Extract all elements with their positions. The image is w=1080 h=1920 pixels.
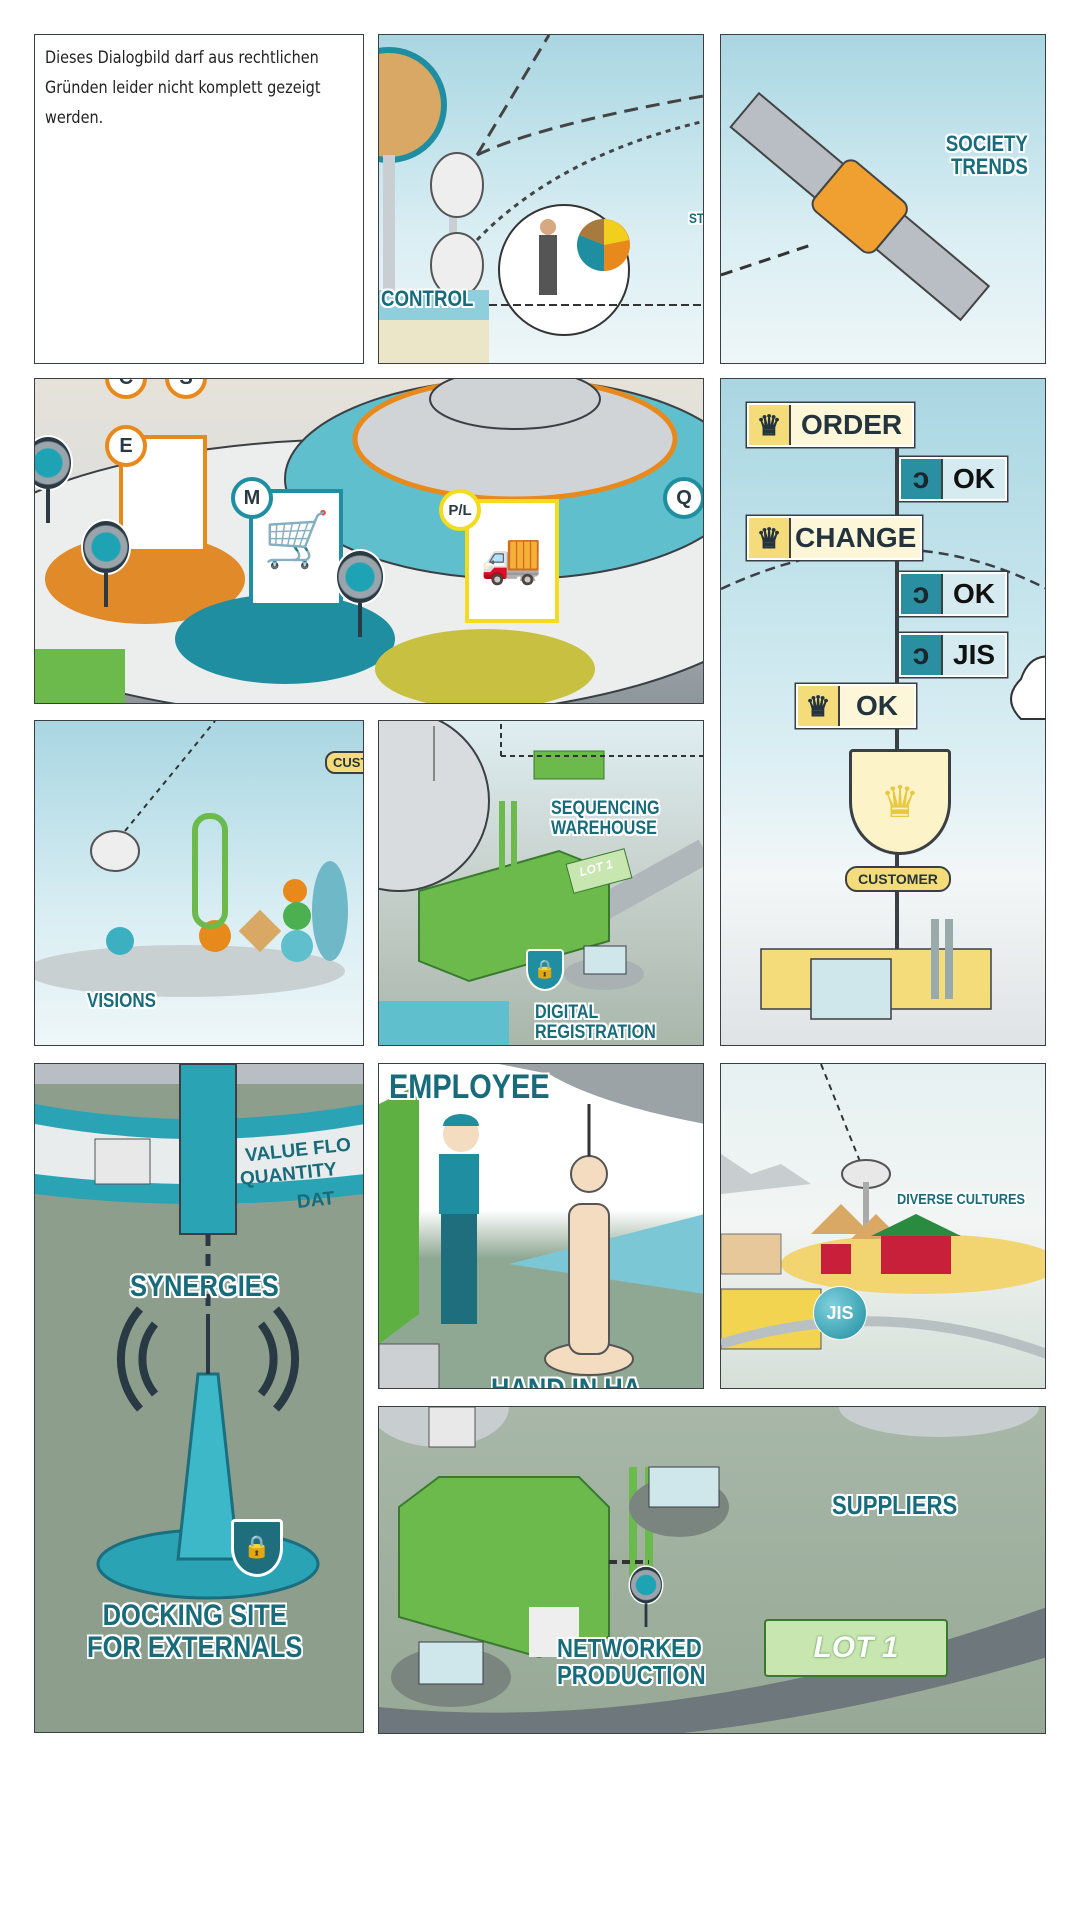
sequencing-illustration (379, 721, 703, 1045)
ok-crown-tag: ♛OK (796, 684, 916, 728)
control-label: CONTROL (381, 286, 474, 311)
digital-label: DIGITAL (535, 1002, 599, 1023)
production-illustration (379, 1407, 1045, 1733)
satellite-icon (721, 91, 991, 322)
society-trends-label: SOCIETY TRENDS (939, 132, 1028, 178)
factory-truck-icon: 🚚 (480, 530, 543, 586)
connector-icon: ↄ (901, 635, 943, 675)
letter-badge-e: E (105, 425, 147, 467)
notice-panel: Dieses Dialogbild darf aus rechtlichen G… (34, 34, 364, 364)
hand-in-hand-label: HAND IN HA (491, 1374, 641, 1388)
control-panel: CONTROL ST (378, 34, 704, 364)
docking-site-label: DOCKING SITE FOR EXTERNALS (87, 1600, 302, 1663)
shopping-cart-icon: 🛒 (263, 510, 331, 570)
diverse-cultures-label: DIVERSE CULTURES (897, 1191, 1025, 1208)
lock-shield-icon: 🔒 (526, 949, 564, 991)
networked-production-panel: LOT 1 SUPPLIERS NETWORKED PRODUCTION (378, 1406, 1046, 1734)
suppliers-label: SUPPLIERS (832, 1490, 958, 1520)
letter-badge-pl: P/L (439, 489, 481, 531)
networked-production-label: NETWORKED PRODUCTION (557, 1633, 706, 1691)
society-label: SOCIETY (945, 131, 1028, 156)
warehouse-label: WAREHOUSE (551, 817, 657, 839)
connector-icon: ↄ (901, 459, 943, 499)
customer-shield-icon: ♛ (849, 749, 951, 855)
jis-bubble: JIS (813, 1286, 867, 1340)
networked-label: NETWORKED (557, 1633, 702, 1663)
cultures-illustration (721, 1064, 1045, 1359)
data-label: DAT (295, 1188, 336, 1213)
partial-label: ST (689, 210, 704, 226)
synergies-panel: 🔒 VALUE FLO QUANTITY DAT SYNERGIES DOCKI… (34, 1063, 364, 1733)
production-label: PRODUCTION (557, 1660, 706, 1691)
location-pin-icon (335, 549, 385, 637)
order-flow-lines (721, 423, 1045, 1020)
employee-label: EMPLOYEE (389, 1068, 550, 1106)
visions-panel: VISIONS CUST (34, 720, 364, 1046)
connector-icon: ↄ (901, 574, 943, 614)
truck-lot-label: LOT 1 (813, 1631, 899, 1664)
process-hub-panel: C S E 🛒 M 🚚 P/L Q (34, 378, 704, 704)
crown-icon: ♛ (798, 686, 840, 726)
change-tag: ♛CHANGE (747, 516, 923, 560)
for-externals-line: FOR EXTERNALS (87, 1630, 303, 1664)
digital-registration-label: DIGITAL REGISTRATION (535, 1003, 656, 1043)
location-pin-icon (628, 1565, 664, 1627)
society-trends-panel: SOCIETY TRENDS (720, 34, 1046, 364)
visions-illustration (35, 721, 348, 997)
crown-icon: ♛ (749, 518, 791, 558)
order-tag: ♛ORDER (747, 403, 915, 447)
globe-icon (379, 47, 447, 163)
synergies-label: SYNERGIES (130, 1270, 279, 1303)
control-illustration (379, 35, 703, 363)
letter-badge-q: Q (663, 477, 703, 519)
sequencing-panel: 🔒 LOT 1 SEQUENCING WAREHOUSE DIGITAL REG… (378, 720, 704, 1046)
registration-label: REGISTRATION (535, 1021, 656, 1043)
notice-text: Dieses Dialogbild darf aus rechtlichen G… (45, 48, 321, 128)
sequencing-label: SEQUENCING (551, 798, 660, 819)
visions-label: VISIONS (87, 990, 156, 1012)
docking-site-line: DOCKING SITE (102, 1599, 287, 1632)
trends-label: TRENDS (951, 154, 1028, 180)
employee-illustration (379, 1064, 703, 1388)
lot-truck: LOT 1 (764, 1619, 948, 1677)
sequencing-warehouse-label: SEQUENCING WAREHOUSE (551, 799, 660, 839)
crown-icon: ♛ (749, 405, 791, 445)
production-logistics-card (465, 499, 559, 623)
satellite-dish-icon (430, 152, 484, 218)
customer-label: CUSTOMER (845, 866, 951, 892)
lock-shield-icon: 🔒 (231, 1519, 283, 1577)
employee-panel: EMPLOYEE HAND IN HA (378, 1063, 704, 1389)
letter-badge-m: M (231, 477, 273, 519)
customer-partial-tag: CUST (325, 751, 363, 774)
location-pin-icon (81, 519, 131, 607)
diverse-cultures-panel: DIVERSE CULTURES JIS (720, 1063, 1046, 1389)
